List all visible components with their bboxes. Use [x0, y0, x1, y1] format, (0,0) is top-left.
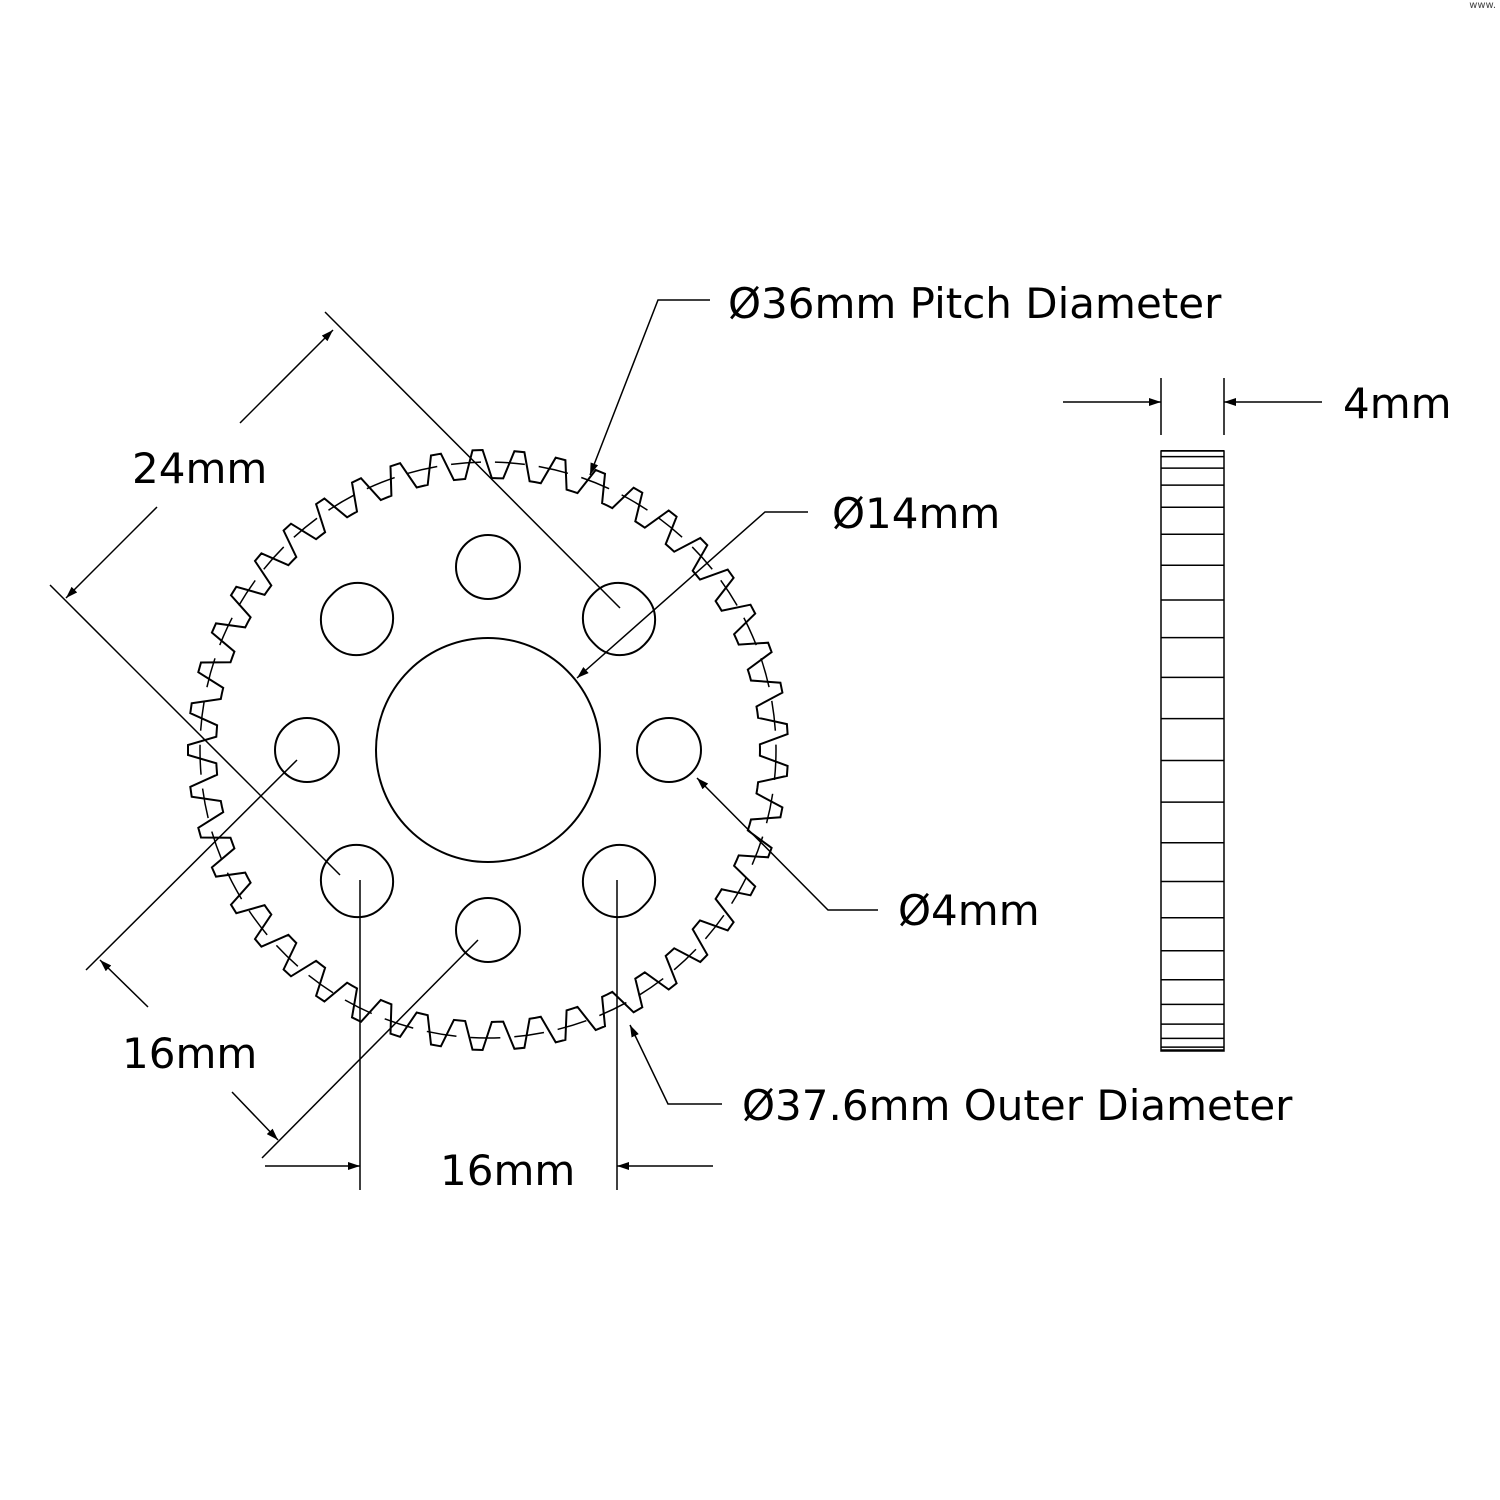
hole-circle-24-label: 24mm	[132, 444, 268, 493]
gear-teeth-outline	[187, 448, 789, 1052]
mount-hole	[455, 897, 521, 963]
hole-spacing-horiz-label: 16mm	[440, 1146, 576, 1195]
pitch-circle	[199, 461, 777, 1039]
extension-line	[324, 311, 621, 609]
thickness-label: 4mm	[1343, 379, 1452, 428]
mount-slot	[581, 581, 657, 657]
dim-line-16-diag	[231, 1091, 279, 1141]
bore-leader	[576, 511, 808, 679]
mount-hole	[455, 534, 521, 600]
outer-leader	[629, 1024, 722, 1105]
dim-line-16-diag	[99, 959, 149, 1008]
dim-line-24	[65, 506, 158, 599]
outer-diameter-label: Ø37.6mm Outer Diameter	[742, 1081, 1293, 1130]
extension-line	[261, 939, 479, 1159]
bore-hole	[375, 637, 601, 863]
hole-diameter-label: Ø4mm	[898, 886, 1040, 935]
dim-line-24	[239, 329, 334, 424]
watermark: www.	[1469, 0, 1496, 11]
mount-slot	[581, 843, 657, 919]
extension-line	[49, 584, 341, 876]
mount-hole	[274, 717, 340, 783]
extension-line	[85, 759, 298, 971]
pitch-leader	[589, 299, 710, 476]
hole-leader	[696, 777, 878, 911]
hole-spacing-diag-label: 16mm	[122, 1029, 258, 1078]
mount-slot	[319, 581, 395, 657]
mount-slot	[319, 843, 395, 919]
gear-side-view	[1160, 449, 1225, 1052]
bore-diameter-label: Ø14mm	[832, 489, 1001, 538]
mount-hole	[636, 717, 702, 783]
pitch-diameter-label: Ø36mm Pitch Diameter	[728, 279, 1222, 328]
